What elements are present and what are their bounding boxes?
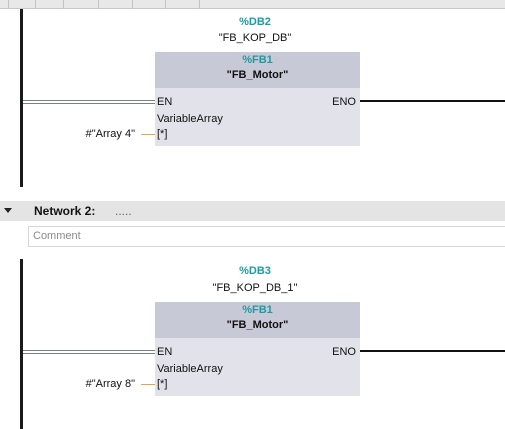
eno-pin[interactable]: ENO xyxy=(332,96,356,108)
fb-name[interactable]: "FB_Motor" xyxy=(226,319,289,331)
param-connection-wire xyxy=(141,384,155,385)
toolbar-separator xyxy=(165,0,166,9)
param-name: VariableArray xyxy=(157,113,223,125)
instance-db-address[interactable]: %DB2 xyxy=(239,16,271,28)
fb-block-header xyxy=(155,52,360,88)
en-connection-wire[interactable] xyxy=(23,350,155,354)
network-title: Network 2: xyxy=(34,204,96,218)
param-name: VariableArray xyxy=(157,363,223,375)
toolbar-separator xyxy=(132,0,133,9)
comment-placeholder: Comment xyxy=(33,230,81,242)
toolbar-separator xyxy=(63,0,64,9)
en-pin[interactable]: EN xyxy=(157,346,173,358)
power-rail-network-1 xyxy=(20,9,23,187)
eno-pin[interactable]: ENO xyxy=(332,346,356,358)
instance-db-name[interactable]: "FB_KOP_DB" xyxy=(218,32,292,44)
fb-block-header xyxy=(155,302,360,338)
param-connection-wire xyxy=(141,134,155,135)
toolbar-separator xyxy=(199,0,200,9)
network-title-field[interactable]: ..... xyxy=(115,204,132,218)
en-pin[interactable]: EN xyxy=(157,96,173,108)
power-rail-network-2 xyxy=(20,259,23,429)
fb-address[interactable]: %FB1 xyxy=(242,304,273,316)
fb-call-block[interactable]: %FB1 "FB_Motor" EN ENO VariableArray [*] xyxy=(155,302,360,396)
param-type: [*] xyxy=(157,378,168,390)
eno-output-wire[interactable] xyxy=(360,350,505,352)
toolbar-separator xyxy=(98,0,99,9)
param-type: [*] xyxy=(157,128,168,140)
fb-name[interactable]: "FB_Motor" xyxy=(226,69,289,81)
toolbar-separator xyxy=(8,0,9,9)
collapse-triangle-icon[interactable] xyxy=(4,208,12,213)
toolbar-strip xyxy=(0,0,505,9)
toolbar-separator xyxy=(35,0,36,9)
eno-output-wire[interactable] xyxy=(360,100,505,102)
network-2-header[interactable]: Network 2: ..... xyxy=(0,201,505,221)
en-connection-wire[interactable] xyxy=(23,100,155,104)
param-actual-operand[interactable]: #"Array 4" xyxy=(85,128,135,140)
fb-call-block[interactable]: %FB1 "FB_Motor" EN ENO VariableArray [*] xyxy=(155,52,360,146)
fb-address[interactable]: %FB1 xyxy=(242,54,273,66)
param-actual-operand[interactable]: #"Array 8" xyxy=(85,378,135,390)
instance-db-address[interactable]: %DB3 xyxy=(239,265,271,277)
instance-db-name[interactable]: "FB_KOP_DB_1" xyxy=(212,282,298,294)
network-comment-field[interactable]: Comment xyxy=(28,226,505,247)
